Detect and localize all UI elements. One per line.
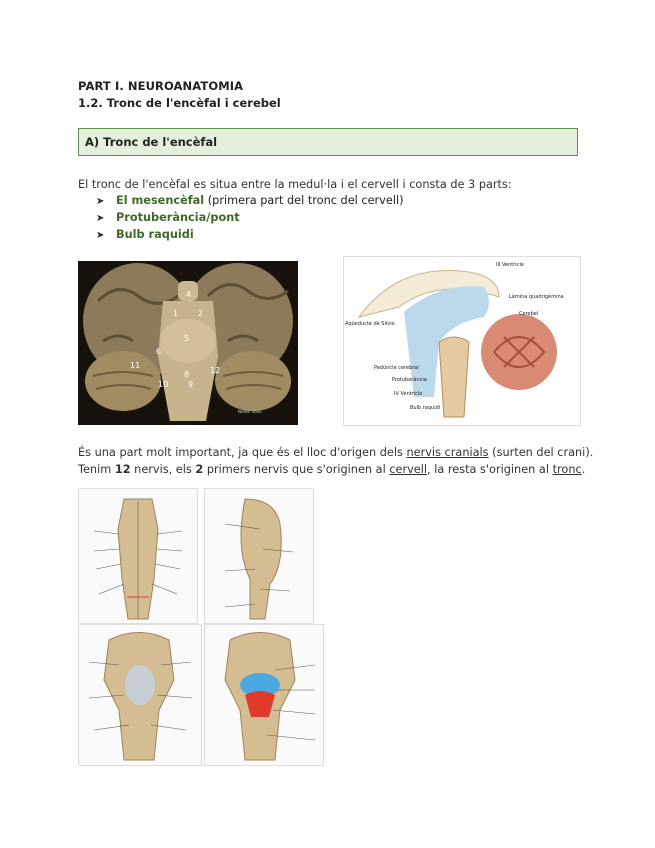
section-title: 1.2. Tronc de l'encèfal i cerebel xyxy=(78,96,281,110)
arrow-icon: ➤ xyxy=(96,196,105,207)
number-12: 12 xyxy=(114,463,131,476)
para2-line2: Tenim 12 nervis, els 2 primers nervis qu… xyxy=(78,463,585,476)
text-run: nervis, els xyxy=(130,463,196,476)
svg-text:Protuberància: Protuberància xyxy=(392,376,427,383)
para2-line1: És una part molt important, ja que és el… xyxy=(78,446,593,459)
svg-text:9: 9 xyxy=(188,380,193,389)
bullet-3: ➤ Bulb raquidi xyxy=(96,228,194,241)
bullet-term: Protuberància/pont xyxy=(116,211,240,224)
svg-text:IV Ventricle: IV Ventricle xyxy=(394,391,422,397)
svg-text:11: 11 xyxy=(130,361,140,370)
svg-text:10: 10 xyxy=(158,380,168,389)
svg-text:Netter atlas: Netter atlas xyxy=(238,409,262,414)
bullet-note: (primera part del tronc del cervell) xyxy=(204,194,404,207)
text-run: . xyxy=(581,463,586,476)
term-tronc: tronc xyxy=(552,463,582,476)
text-run: primers nervis que s'originen al xyxy=(203,463,390,476)
bullet-term: Bulb raquidi xyxy=(116,228,194,241)
text-run: Tenim xyxy=(78,463,115,476)
bullet-term: El mesencèfal xyxy=(116,194,205,207)
svg-text:1: 1 xyxy=(173,309,178,318)
section-box-title: A) Tronc de l'encèfal xyxy=(85,135,218,149)
text-run: És una part molt important, ja que és el… xyxy=(78,446,407,459)
section-box: A) Tronc de l'encèfal xyxy=(78,128,578,156)
brainstem-lateral-image xyxy=(204,488,314,624)
svg-text:Bulb raquidi: Bulb raquidi xyxy=(410,405,440,411)
sagittal-diagram: III Ventricle Làmina quadrigèmina Cerebe… xyxy=(343,256,581,426)
arrow-icon: ➤ xyxy=(96,230,105,241)
text-run: (surten del crani). xyxy=(488,446,594,459)
arrow-icon: ➤ xyxy=(96,213,105,224)
svg-text:12: 12 xyxy=(210,366,220,375)
svg-text:4: 4 xyxy=(186,290,191,299)
brainstem-photo: 4 1 2 5 6 8 11 10 9 12 Netter atlas xyxy=(78,261,298,425)
term-cervell: cervell xyxy=(389,463,428,476)
bullet-2: ➤ Protuberància/pont xyxy=(96,211,240,224)
fourth-ventricle-image xyxy=(204,624,324,766)
svg-text:Pedúncle cerebral: Pedúncle cerebral xyxy=(374,364,419,371)
svg-text:6: 6 xyxy=(156,347,161,356)
brainstem-posterior-image xyxy=(78,624,202,766)
text-run: , la resta s'originen al xyxy=(427,463,553,476)
part-title: PART I. NEUROANATOMIA xyxy=(78,79,244,93)
svg-text:5: 5 xyxy=(184,334,189,343)
intro-text: El tronc de l'encèfal es situa entre la … xyxy=(78,178,512,191)
svg-text:Cerebel: Cerebel xyxy=(519,311,538,317)
term-nervis-cranials: nervis cranials xyxy=(406,446,489,459)
svg-text:8: 8 xyxy=(184,370,189,379)
svg-text:2: 2 xyxy=(198,309,203,318)
bullet-1: ➤ El mesencèfal (primera part del tronc d… xyxy=(96,194,404,207)
svg-text:III Ventricle: III Ventricle xyxy=(496,262,524,268)
svg-text:Làmina quadrigèmina: Làmina quadrigèmina xyxy=(509,293,564,300)
brainstem-anterior-image xyxy=(78,488,198,624)
number-2: 2 xyxy=(195,463,204,476)
svg-text:Aqüeducte de Silvio: Aqüeducte de Silvio xyxy=(345,321,395,327)
